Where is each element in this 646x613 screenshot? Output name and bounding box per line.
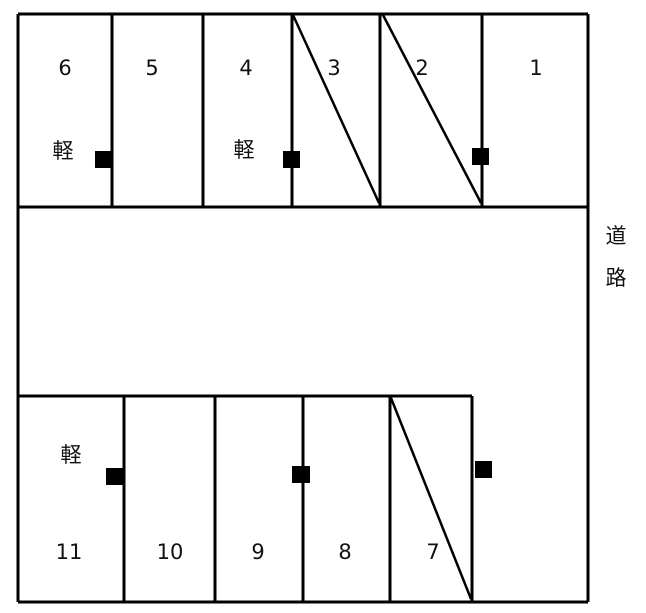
- kei-labels: 軽 軽 軽: [53, 138, 255, 467]
- unavailable-strikes: [291, 14, 483, 600]
- space-number-8: 8: [338, 540, 351, 564]
- space-7-strike: [389, 397, 473, 600]
- space-number-6: 6: [58, 56, 71, 80]
- space-number-7: 7: [426, 540, 439, 564]
- space-number-3: 3: [327, 56, 340, 80]
- kei-label-space-4: 軽: [234, 138, 255, 162]
- bottom-row-labels: 11 10 9 8 7: [56, 540, 440, 564]
- kei-label-space-11: 軽: [61, 443, 82, 467]
- space-number-2: 2: [415, 56, 428, 80]
- marker-square-icon: [106, 468, 124, 485]
- space-number-5: 5: [145, 56, 158, 80]
- top-row-dividers: [110, 14, 484, 207]
- bottom-row-dividers: [122, 396, 474, 602]
- marker-square-icon: [95, 151, 112, 168]
- space-number-9: 9: [251, 540, 264, 564]
- marker-square-icon: [475, 461, 492, 478]
- space-number-11: 11: [56, 540, 83, 564]
- marker-square-icon: [292, 466, 310, 483]
- road-label: 道 路: [606, 224, 627, 290]
- space-2-strike: [381, 14, 483, 204]
- marker-square-icon: [472, 148, 489, 165]
- road-label-char-2: 路: [606, 266, 627, 290]
- kei-label-space-6: 軽: [53, 139, 74, 163]
- space-number-10: 10: [157, 540, 184, 564]
- space-3-strike: [291, 14, 381, 204]
- space-number-1: 1: [529, 56, 542, 80]
- road-label-char-1: 道: [606, 224, 627, 248]
- marker-square-icon: [283, 151, 300, 168]
- top-row-labels: 6 5 4 3 2 1: [58, 56, 542, 80]
- markers: [95, 148, 492, 485]
- space-number-4: 4: [239, 56, 252, 80]
